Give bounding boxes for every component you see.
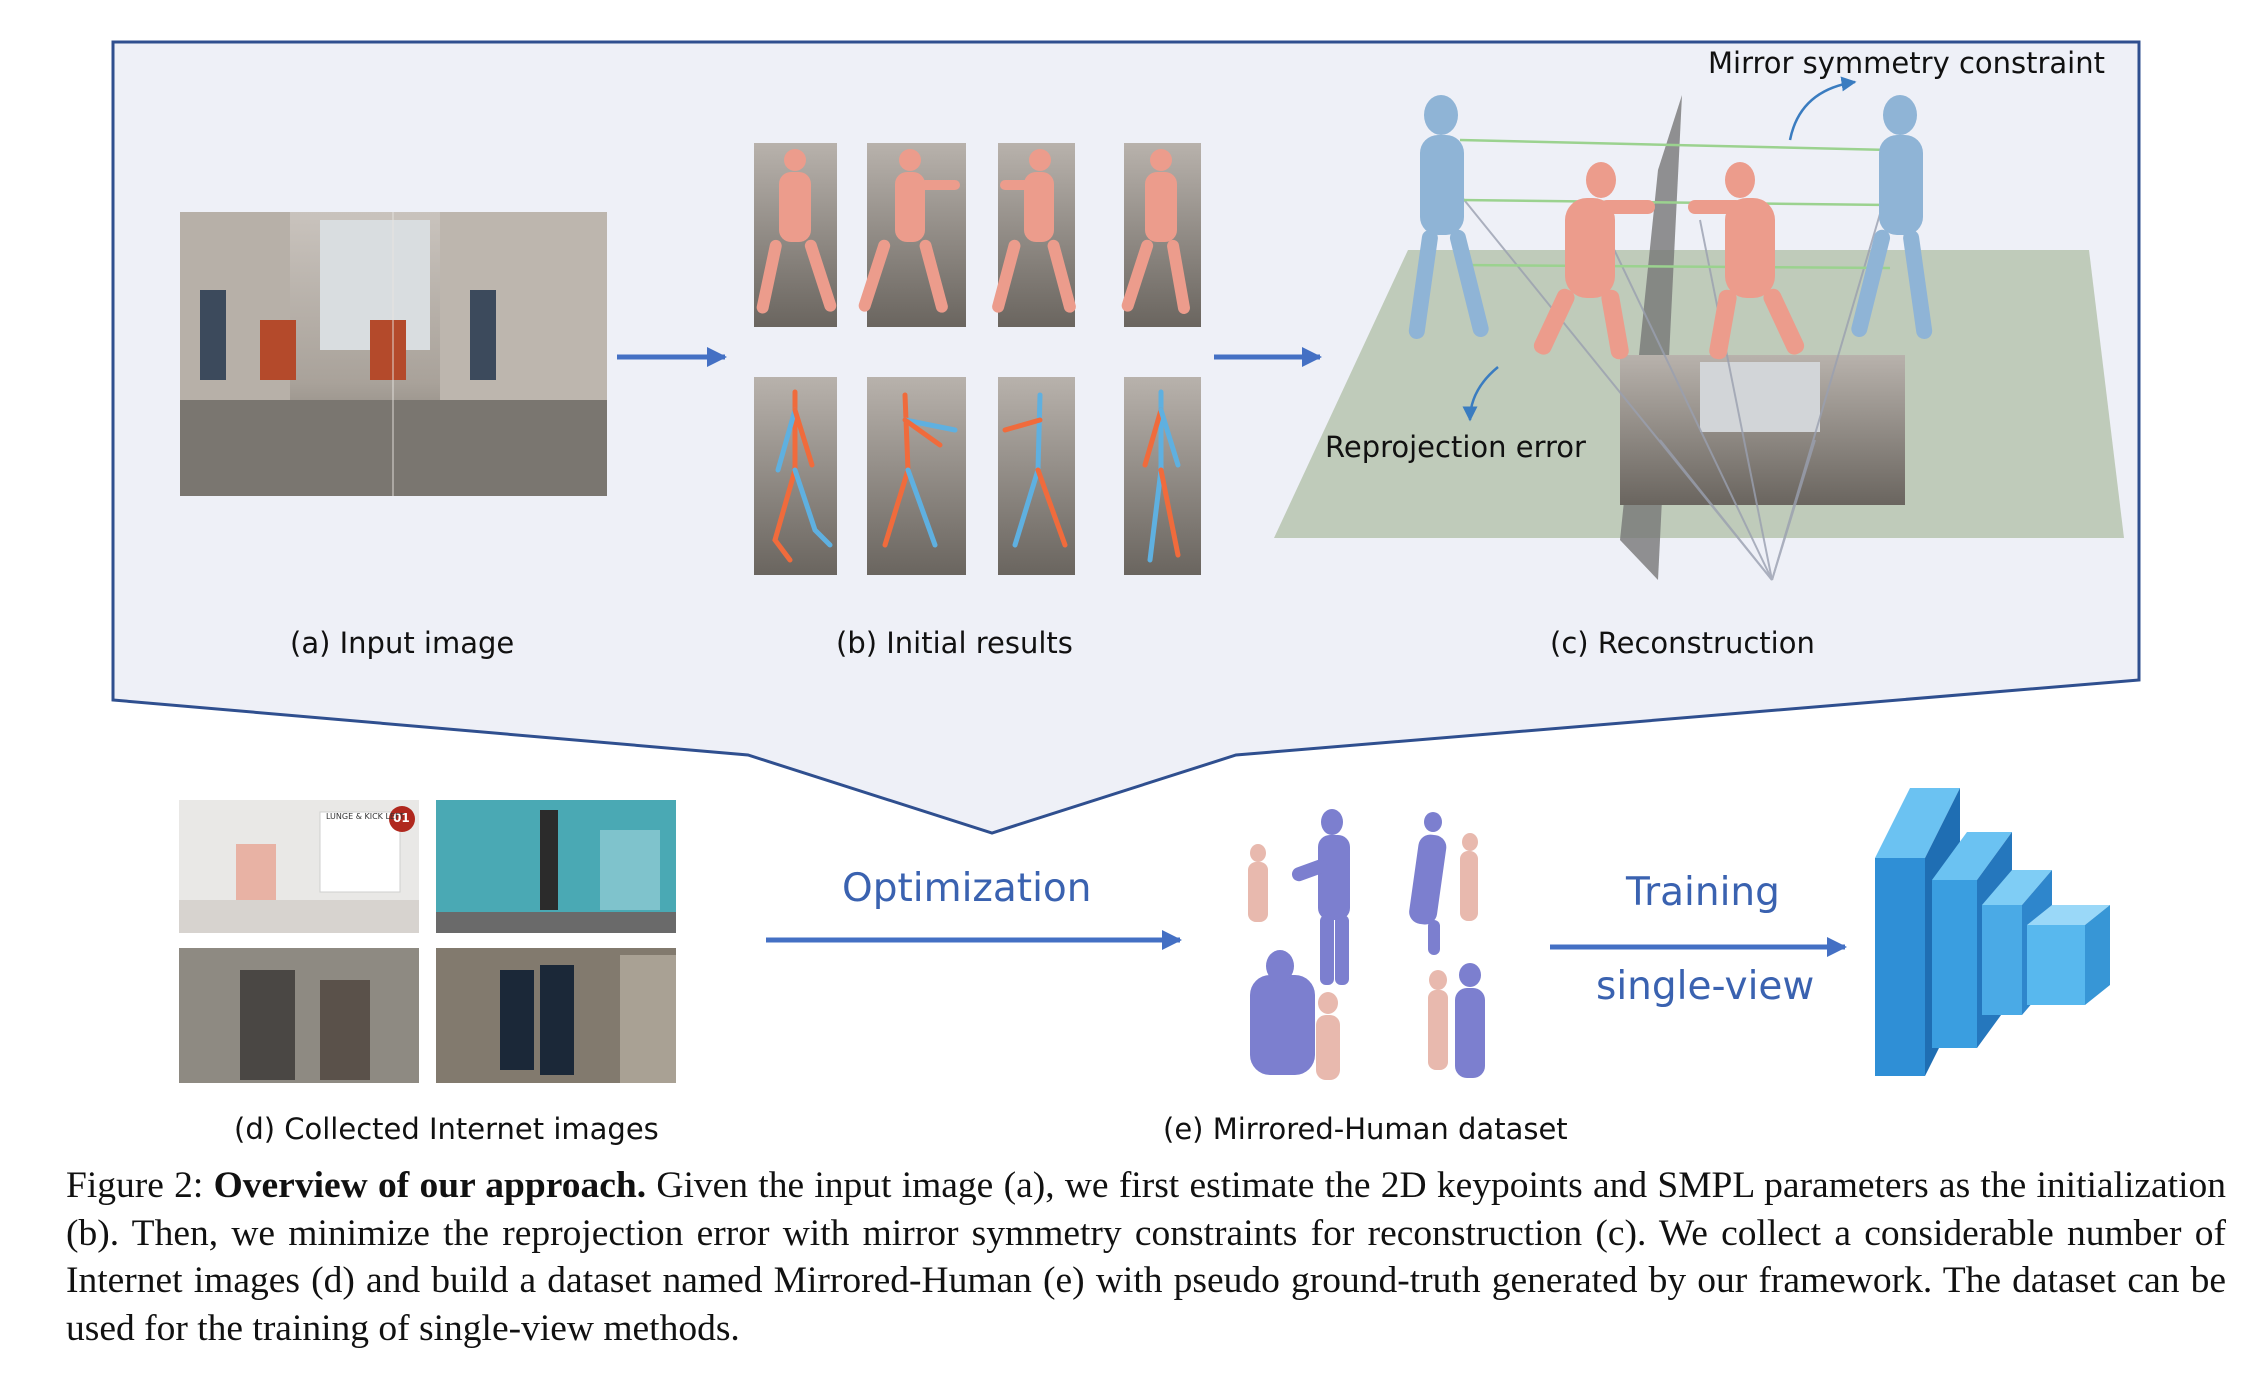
reconstruction-scene (1274, 76, 2124, 581)
reconstruction-label: (c) Reconstruction (1550, 626, 1815, 660)
caption-figure-label: Figure 2: (66, 1165, 204, 1206)
optimization-label: Optimization (842, 866, 1092, 911)
network-icon (1875, 788, 2110, 1076)
single-view-label: single-view (1596, 964, 1815, 1009)
thumbnail-badge: 01 (393, 811, 410, 825)
collected-images (179, 800, 676, 1083)
training-label: Training (1626, 870, 1780, 915)
initial-results-grid (754, 143, 1201, 575)
input-image (180, 212, 607, 496)
figure-caption: Figure 2: Overview of our approach. Give… (66, 1162, 2226, 1352)
reprojection-arrow (1462, 366, 1499, 422)
caption-title: Overview of our approach. (213, 1165, 647, 1206)
badge-circle (389, 806, 415, 832)
caption-text: Given the input image (a), we first esti… (66, 1165, 2227, 1349)
reprojection-error-label: Reprojection error (1325, 430, 1586, 464)
thumbnail-sign: LUNGE & KICK LEFT (326, 812, 405, 821)
mirrored-human-meshes (1248, 809, 1485, 1080)
collected-images-label: (d) Collected Internet images (234, 1112, 659, 1146)
initial-results-label: (b) Initial results (836, 626, 1073, 660)
input-image-label: (a) Input image (290, 626, 515, 660)
constraint-arrow (1788, 76, 1857, 141)
mirrored-dataset-label: (e) Mirrored-Human dataset (1163, 1112, 1568, 1146)
mirror-constraint-label: Mirror symmetry constraint (1708, 46, 2105, 80)
